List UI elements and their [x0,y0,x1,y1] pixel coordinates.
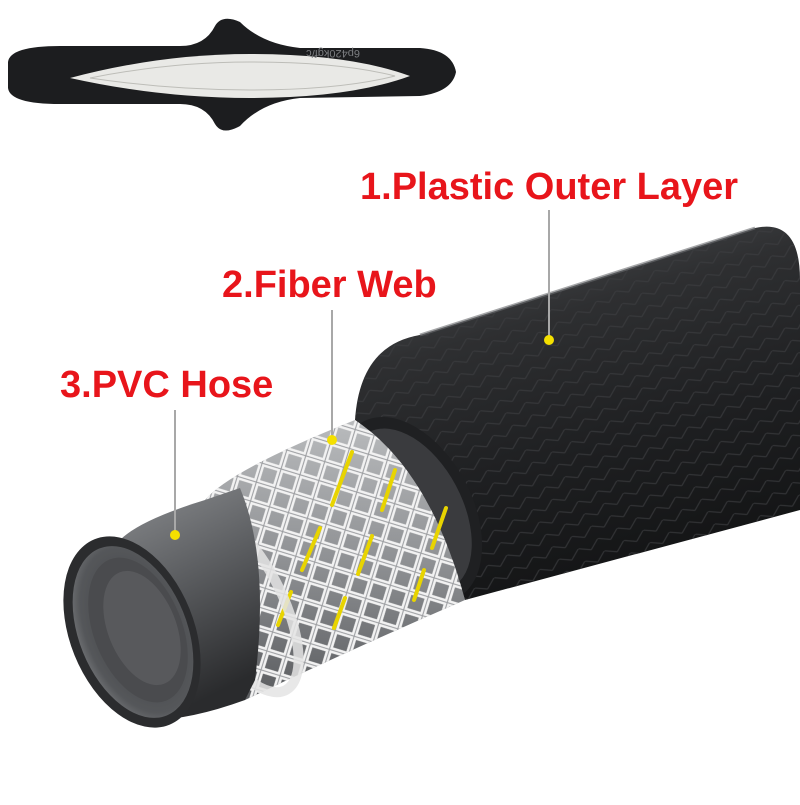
label-fiber-web: 2.Fiber Web [222,266,437,304]
inner-pvc-hose [37,488,260,748]
hose-print-text: 6p420kgf/c [306,47,360,59]
label-plastic-outer-layer: 1.Plastic Outer Layer [360,168,738,206]
flattened-hose-inset: 6p420kgf/c [8,19,456,131]
marker-dot-inner [170,530,180,540]
label-pvc-hose: 3.PVC Hose [60,366,273,404]
marker-dot-fiber [327,435,337,445]
marker-dot-outer [544,335,554,345]
